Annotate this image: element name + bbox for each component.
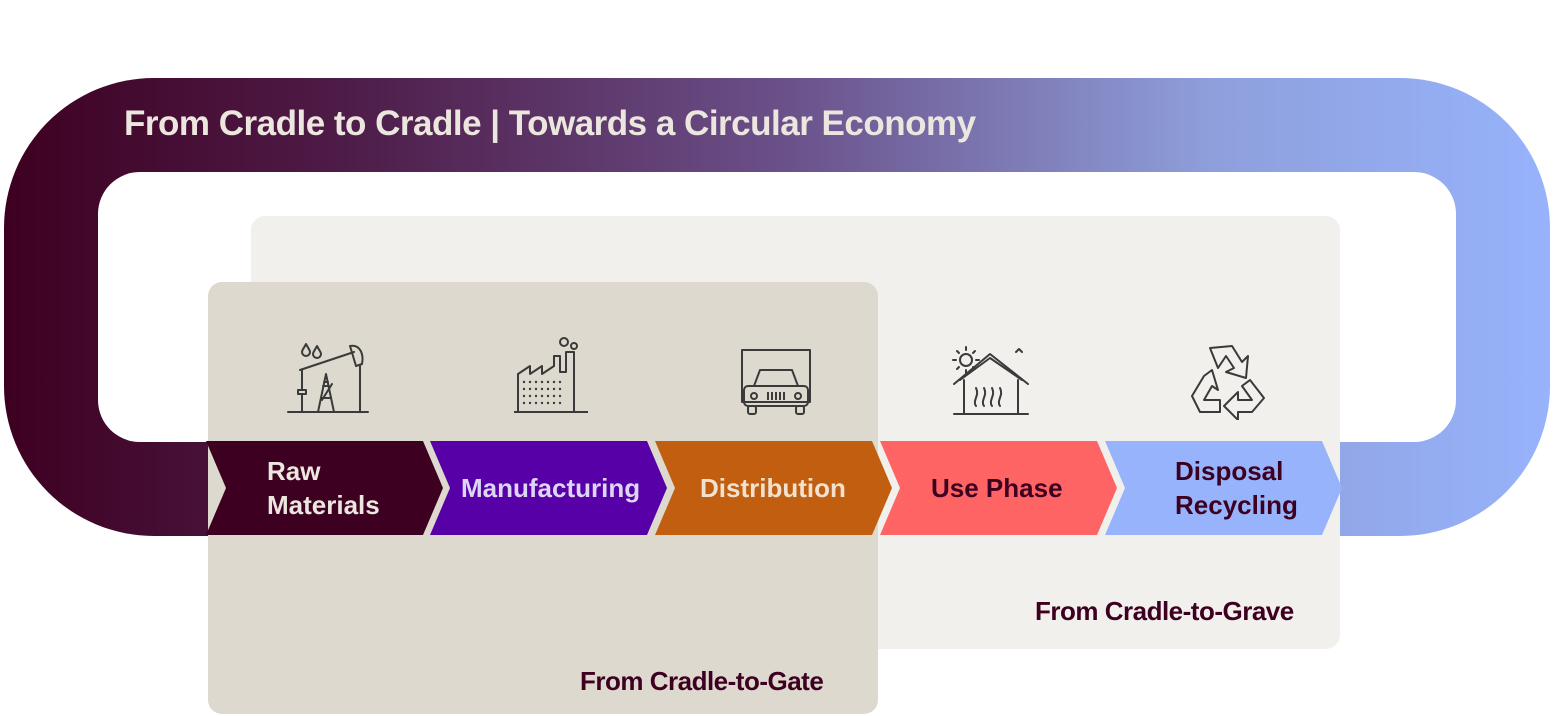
stage-label-manufacturing: Manufacturing xyxy=(461,452,640,524)
stage-label-disposal-recycling: Disposal Recycling xyxy=(1175,452,1298,524)
stage-text: Disposal Recycling xyxy=(1175,456,1298,520)
stage-label-distribution: Distribution xyxy=(700,452,846,524)
diagram-title: From Cradle to Cradle | Towards a Circul… xyxy=(124,104,976,143)
stage-text: Raw Materials xyxy=(267,456,380,520)
factory-icon xyxy=(514,337,588,413)
cradle-to-gate-label: From Cradle-to-Gate xyxy=(580,666,824,696)
oil-pump-icon xyxy=(287,343,369,413)
heated-house-icon xyxy=(952,346,1029,415)
recycle-icon xyxy=(1191,345,1265,420)
cradle-to-grave-label: From Cradle-to-Grave xyxy=(1035,596,1294,626)
stage-label-use-phase: Use Phase xyxy=(931,452,1063,524)
delivery-truck-icon xyxy=(741,349,811,415)
stage-label-raw-materials: Raw Materials xyxy=(267,452,380,524)
stage-text: Use Phase xyxy=(931,473,1063,503)
stage-text: Manufacturing xyxy=(461,473,641,503)
stage-text: Distribution xyxy=(700,473,846,503)
